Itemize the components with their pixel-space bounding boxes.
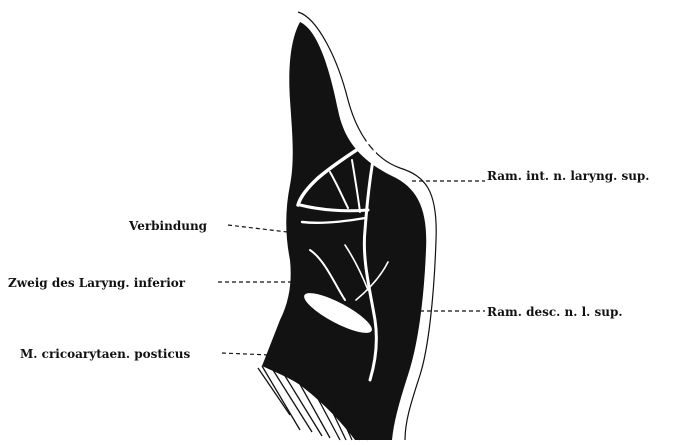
label-ram-desc: Ram. desc. n. l. sup. bbox=[487, 305, 623, 319]
label-zweig-laryngeus-inferior: Zweig des Laryng. inferior bbox=[8, 276, 185, 290]
label-ram-int: Ram. int. n. laryng. sup. bbox=[487, 169, 650, 183]
label-m-cricoarytaenoideus-posticus: M. cricoarytaen. posticus bbox=[20, 347, 190, 361]
label-verbindung: Verbindung bbox=[129, 219, 207, 233]
